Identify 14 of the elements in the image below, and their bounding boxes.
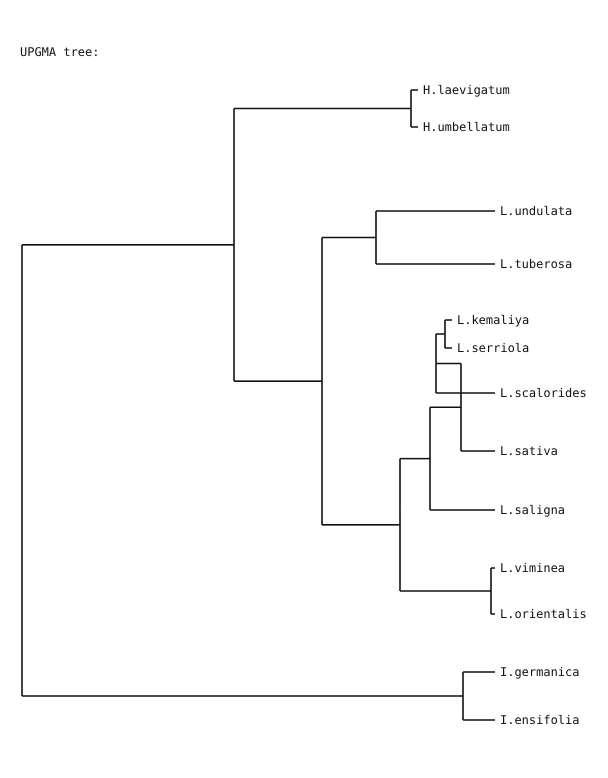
species-label: L.saligna <box>500 503 566 517</box>
title: UPGMA tree: <box>20 45 100 59</box>
species-label: L.kemaliya <box>457 313 530 327</box>
species-label: L.undulata <box>500 204 572 218</box>
species-label: L.serriola <box>457 341 530 355</box>
species-label: I.ensifolia <box>500 713 580 727</box>
species-label: L.viminea <box>500 561 566 575</box>
species-label: L.sativa <box>500 444 558 458</box>
species-label: L.orientalis <box>500 607 587 621</box>
species-label: L.tuberosa <box>500 257 572 271</box>
species-label: H.laevigatum <box>423 83 510 97</box>
species-label: H.umbellatum <box>423 120 510 134</box>
species-label: I.germanica <box>500 665 580 679</box>
species-label: L.scalorides <box>500 386 587 400</box>
